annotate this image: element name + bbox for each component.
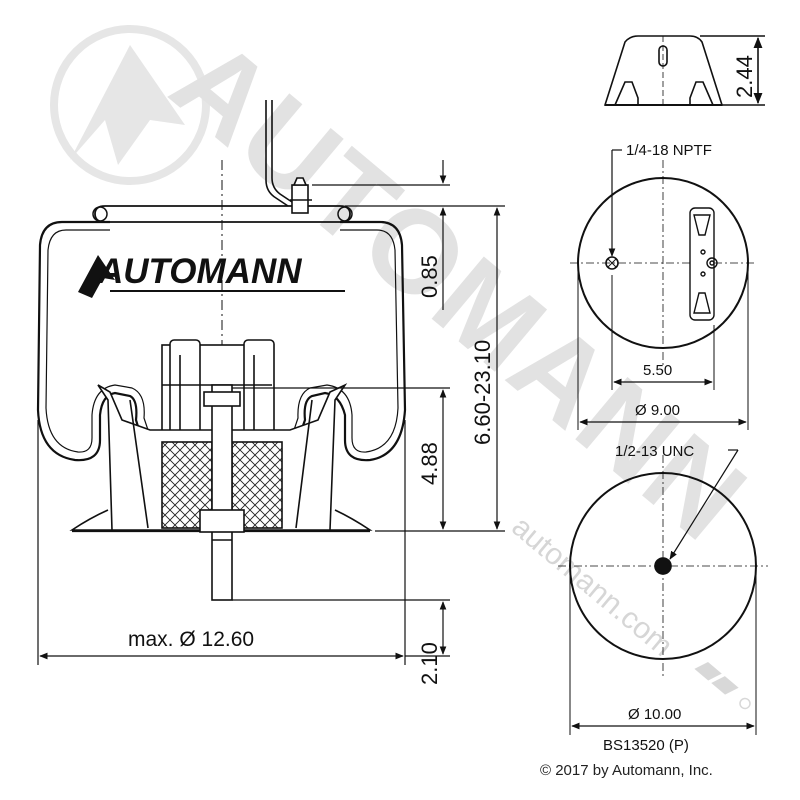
top-bracket (689, 207, 718, 321)
dim-4-88: 4.88 (417, 442, 442, 485)
port-thread-label: 1/4-18 NPTF (626, 142, 712, 159)
side-view-dimensions (37, 160, 505, 665)
bottom-view (558, 449, 768, 735)
brand-logo: AUTOMANN (78, 252, 345, 298)
watermark-small-logo-icon (694, 662, 751, 710)
bracket-view (603, 35, 765, 106)
dim-2-10: 2.10 (417, 642, 442, 685)
stud-bolt (199, 384, 245, 601)
dim-0-85: 0.85 (417, 255, 442, 298)
copyright: © 2017 by Automann, Inc. (540, 762, 713, 779)
dim-diameter-10: Ø 10.00 (628, 706, 681, 723)
dim-2-44: 2.44 (732, 55, 757, 98)
part-number: BS13520 (P) (603, 737, 689, 754)
mounting-bracket (265, 100, 312, 214)
dim-height-range: 6.60-23.10 (470, 340, 495, 445)
watermark-logo-icon (50, 25, 210, 185)
dim-5-50: 5.50 (643, 362, 672, 379)
brand-logo-text: AUTOMANN (97, 252, 302, 291)
dim-max-diameter: max. Ø 12.60 (128, 628, 254, 651)
center-bolt-hole-icon (654, 557, 672, 575)
side-view: AUTOMANN (36, 100, 407, 601)
top-view (570, 149, 756, 430)
thread-label: 1/2-13 UNC (615, 443, 694, 460)
dim-diameter-9: Ø 9.00 (635, 402, 680, 419)
port-icon (605, 256, 619, 270)
